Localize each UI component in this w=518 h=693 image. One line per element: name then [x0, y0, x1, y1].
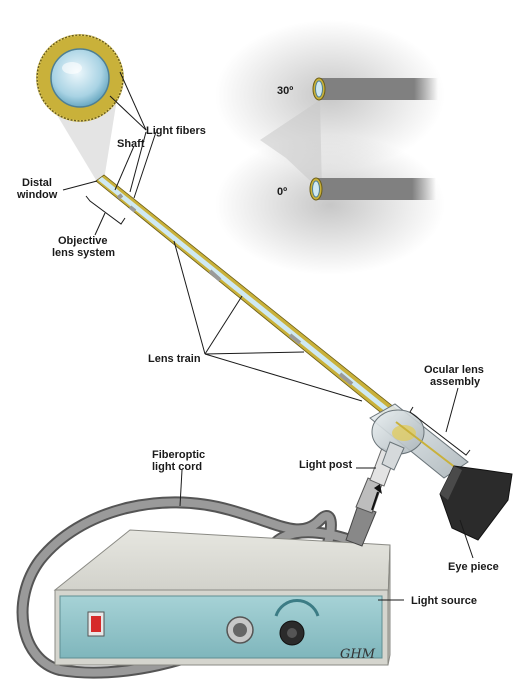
label-lens-train: Lens train — [148, 353, 201, 365]
label-objective-line2: lens system — [52, 247, 115, 259]
label-eye-piece: Eye piece — [448, 561, 499, 573]
scope-tip-views — [215, 20, 445, 275]
tip-cross-section — [37, 35, 123, 180]
light-source-box: GHM — [55, 530, 390, 665]
label-distal-window-line2: window — [16, 189, 58, 201]
label-cord-line1: Fiberoptic — [152, 449, 205, 461]
label-shaft: Shaft — [117, 138, 145, 150]
label-distal-window-line1: Distal — [22, 177, 52, 189]
label-ocular-line1: Ocular lens — [424, 364, 484, 376]
signature: GHM — [340, 647, 376, 662]
label-light-post: Light post — [299, 459, 352, 471]
eye-piece — [440, 466, 512, 540]
label-angle-0: 0º — [277, 186, 287, 198]
label-light-fibers: Light fibers — [146, 125, 206, 137]
label-light-source: Light source — [411, 595, 477, 607]
label-cord-line2: light cord — [152, 461, 202, 473]
label-angle-30: 30º — [277, 85, 293, 97]
label-ocular-line2: assembly — [430, 376, 481, 388]
power-switch-icon — [91, 616, 101, 632]
label-objective-line1: Objective — [58, 235, 108, 247]
